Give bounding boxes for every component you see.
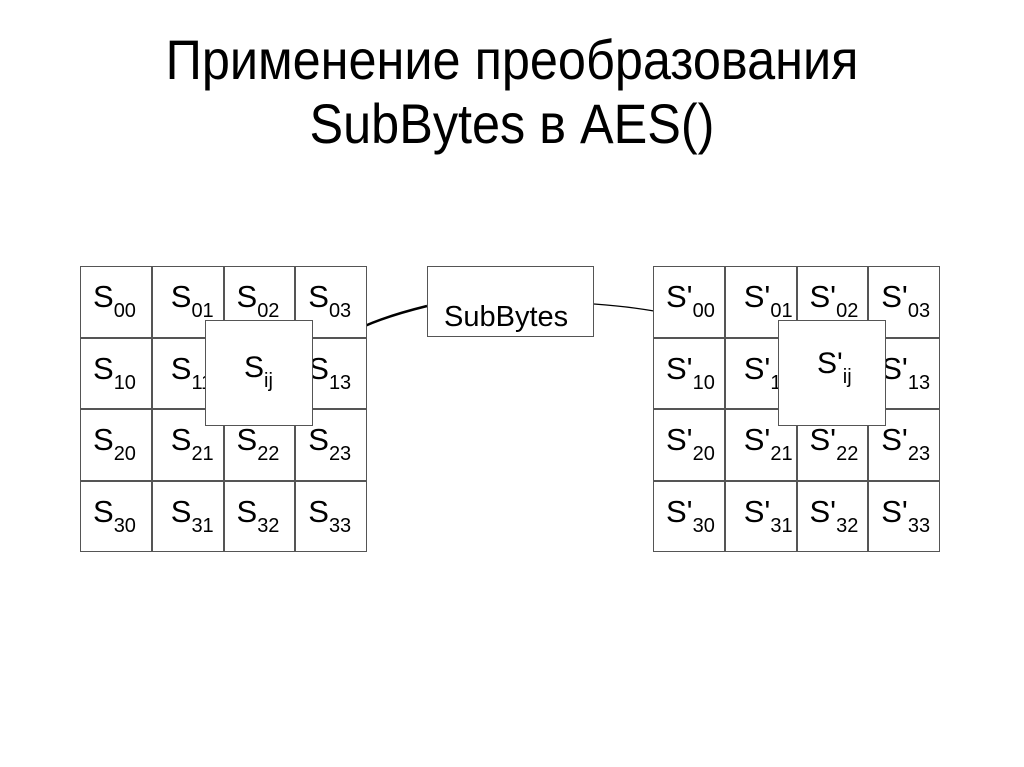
matrix-cell: S'31 (724, 480, 797, 552)
cell-label: S'00 (666, 279, 715, 322)
matrix-cell: S31 (151, 480, 224, 552)
matrix-cell: S'10 (653, 337, 725, 409)
cell-label: S01 (170, 279, 214, 322)
subbytes-label: SubBytes (444, 301, 569, 333)
matrix-cell: S23 (295, 409, 367, 481)
matrix-cell: S'21 (724, 409, 797, 481)
cell-label: S'10 (666, 350, 715, 394)
highlight-sub: ij (842, 366, 852, 388)
cell-label: S'20 (666, 422, 715, 465)
matrix-cell: S'32 (796, 480, 869, 552)
highlight-sub: ij (264, 370, 273, 392)
matrix-cell: S03 (295, 266, 367, 338)
cell-label: S02 (236, 279, 280, 322)
highlight-symbol: S' (817, 347, 843, 380)
matrix-cell: S10 (80, 337, 152, 409)
cell-label: S'02 (809, 279, 859, 322)
cell-label: S'01 (743, 279, 793, 322)
matrix-cell: S'13 (868, 337, 940, 409)
cell-label: S'31 (743, 493, 793, 537)
cell-label: S22 (236, 422, 280, 465)
matrix-cell: S'30 (653, 480, 725, 552)
cell-label: S'03 (881, 279, 931, 322)
cell-label: S10 (93, 350, 136, 394)
cell-label: S33 (308, 493, 352, 537)
cell-label: S'33 (881, 493, 931, 537)
title-line-2: SubBytes в AES() (309, 92, 715, 155)
cell-label: S23 (308, 422, 352, 465)
output-element-box: S'ij (778, 320, 886, 426)
cell-label: S'22 (809, 422, 859, 465)
slide-title: Применение преобразования SubBytes в AES… (51, 28, 973, 156)
cell-label: S20 (93, 422, 136, 465)
cell-label: S21 (170, 422, 214, 465)
cell-label: S'30 (666, 493, 715, 537)
cell-label: S13 (308, 350, 352, 394)
matrix-cell: S33 (295, 480, 367, 552)
cell-label: S30 (93, 493, 136, 537)
state-matrix: S00S01S02S03S10S11S12S13S20S21S22S23S30S… (80, 266, 367, 552)
cell-label: S00 (93, 279, 136, 322)
matrix-cell: S'33 (868, 480, 940, 552)
matrix-cell: S'20 (653, 409, 725, 481)
cell-label: S'23 (881, 422, 931, 465)
state-element-box: Sij (205, 320, 313, 426)
subbytes-box: SubBytes (427, 266, 594, 337)
matrix-cell: S01 (151, 266, 224, 338)
cell-label: S03 (308, 279, 352, 322)
matrix-cell: S20 (80, 409, 152, 481)
cell-label: S'13 (881, 350, 931, 394)
matrix-cell: S30 (80, 480, 152, 552)
matrix-cell: S32 (223, 480, 296, 552)
cell-label: S32 (236, 493, 280, 537)
matrix-cell: S'00 (653, 266, 725, 338)
highlight-symbol: S (244, 351, 265, 384)
title-line-1: Применение преобразования (165, 28, 859, 91)
matrix-cell: S00 (80, 266, 152, 338)
cell-label: S31 (170, 493, 214, 537)
cell-label: S'32 (809, 493, 859, 537)
cell-label: S'21 (743, 422, 793, 465)
